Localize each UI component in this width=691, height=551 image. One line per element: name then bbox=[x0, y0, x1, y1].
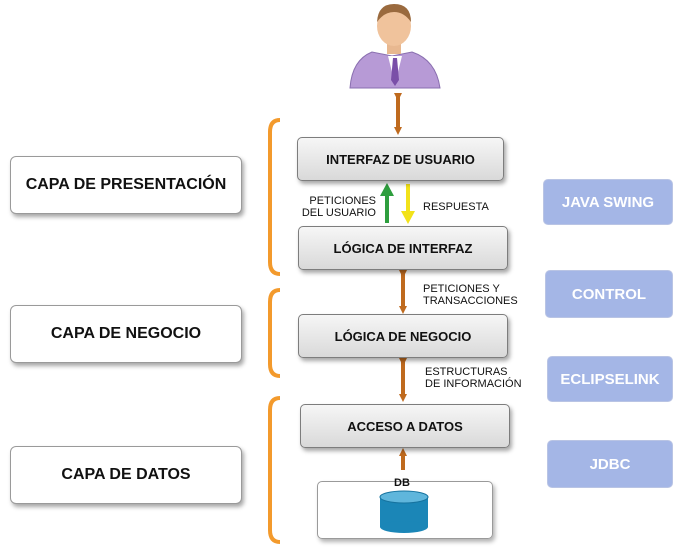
presentation-bracket bbox=[268, 118, 281, 276]
business-bracket bbox=[268, 288, 281, 378]
data-layer-label: CAPA DE DATOS bbox=[61, 466, 191, 483]
info-structures-label: ESTRUCTURAS DE INFORMACIÓN bbox=[425, 366, 522, 390]
requests-tx-line1: PETICIONES Y bbox=[423, 283, 500, 295]
data-access-label: ACCESO A DATOS bbox=[347, 418, 463, 434]
presentation-layer-box: CAPA DE PRESENTACIÓN bbox=[10, 156, 242, 214]
business-logic-box: LÓGICA DE NEGOCIO bbox=[298, 314, 508, 358]
tech-eclipselink: ECLIPSELINK bbox=[547, 356, 673, 402]
business-layer-box: CAPA DE NEGOCIO bbox=[10, 305, 242, 363]
tech-jdbc: JDBC bbox=[547, 440, 673, 488]
data-bracket bbox=[268, 396, 281, 544]
info-line1: ESTRUCTURAS bbox=[425, 366, 508, 378]
requests-arrow bbox=[380, 183, 394, 223]
tech-java-swing: JAVA SWING bbox=[543, 179, 673, 225]
user-icon bbox=[349, 4, 441, 89]
business-logic-label: LÓGICA DE NEGOCIO bbox=[334, 328, 472, 344]
database-label: DB bbox=[394, 477, 410, 489]
database-icon bbox=[379, 490, 429, 533]
database-container bbox=[317, 481, 493, 539]
user-interface-label: INTERFAZ DE USUARIO bbox=[326, 151, 475, 167]
business-layer-label: CAPA DE NEGOCIO bbox=[50, 325, 202, 342]
tech-jdbc-label: JDBC bbox=[589, 455, 631, 473]
interface-logic-box: LÓGICA DE INTERFAZ bbox=[298, 226, 508, 270]
requests-user-label: PETICIONES DEL USUARIO bbox=[296, 195, 376, 219]
tech-java-swing-label: JAVA SWING bbox=[561, 193, 655, 211]
requests-user-line2: DEL USUARIO bbox=[301, 207, 376, 219]
data-layer-box: CAPA DE DATOS bbox=[10, 446, 242, 504]
tech-control-label: CONTROL bbox=[571, 285, 647, 303]
requests-transactions-label: PETICIONES Y TRANSACCIONES bbox=[423, 283, 518, 307]
user-interface-box: INTERFAZ DE USUARIO bbox=[297, 137, 504, 181]
response-label: RESPUESTA bbox=[423, 201, 489, 213]
requests-tx-line2: TRANSACCIONES bbox=[423, 295, 518, 307]
info-line2: DE INFORMACIÓN bbox=[425, 378, 522, 390]
tech-control: CONTROL bbox=[545, 270, 673, 318]
response-arrow bbox=[401, 184, 415, 224]
presentation-layer-label: CAPA DE PRESENTACIÓN bbox=[25, 176, 227, 193]
data-access-box: ACCESO A DATOS bbox=[300, 404, 510, 448]
interface-logic-label: LÓGICA DE INTERFAZ bbox=[333, 240, 473, 256]
tech-eclipselink-label: ECLIPSELINK bbox=[560, 370, 660, 388]
requests-user-line1: PETICIONES bbox=[309, 195, 376, 207]
